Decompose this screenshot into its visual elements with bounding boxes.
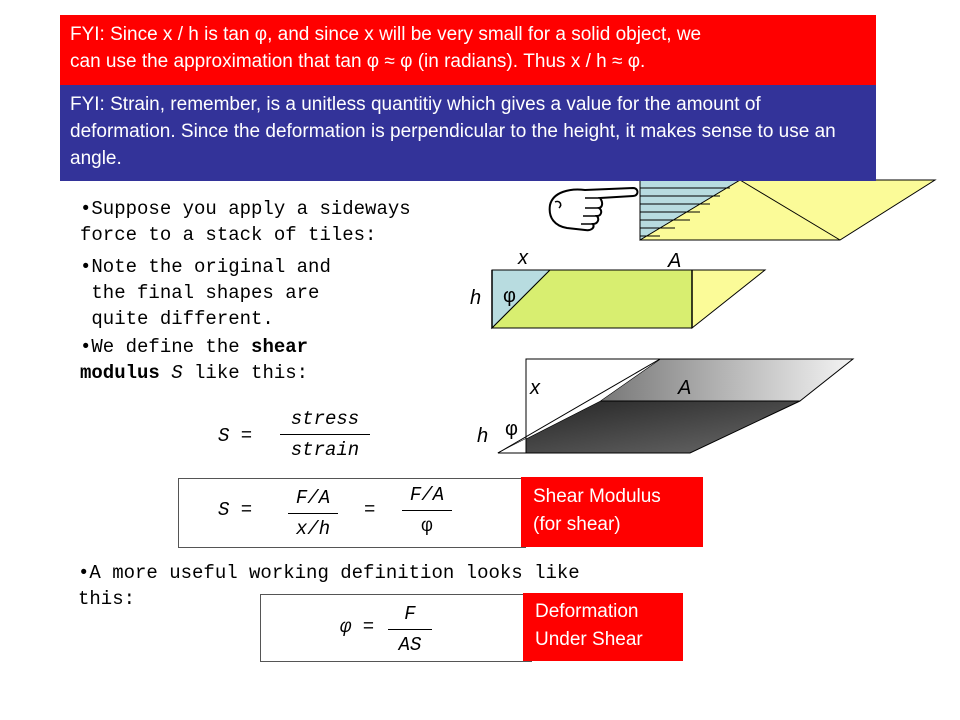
bullet-bold: shear <box>251 336 309 358</box>
deformation-callout: Deformation Under Shear <box>523 593 683 661</box>
eq-mod-equals: = <box>364 499 376 521</box>
bullet-bold: modulus <box>80 362 172 384</box>
bullet-italic: S <box>171 362 183 384</box>
eq-mod-fraction2: F/A φ <box>402 484 452 537</box>
callout-subtitle: (for shear) <box>533 514 621 535</box>
bullet-mark: • <box>80 256 92 278</box>
callout-title: Shear Modulus <box>533 486 661 507</box>
bullet-text: the final shapes are <box>91 282 320 304</box>
label-phi1: φ <box>503 285 516 307</box>
eq-stress-lhs: S = <box>218 425 253 447</box>
bullet-working-definition: •A more useful working definition looks … <box>78 560 580 612</box>
bullet-text: like this: <box>182 362 309 384</box>
deformation-equation-box <box>260 594 532 662</box>
bullet-text: Note the original and <box>91 256 331 278</box>
fyi-tan-approximation: FYI: Since x / h is tan φ, and since x w… <box>60 15 876 85</box>
bullet-text: A more useful working definition looks l… <box>89 562 580 584</box>
eq-mod-fraction1: F/A x/h <box>288 487 338 540</box>
label-x2: x <box>530 377 540 399</box>
eq-def-lhs: φ = <box>340 616 375 638</box>
fyi-tan-line2: can use the approximation that tan φ ≈ φ… <box>70 51 646 72</box>
shear-diagram-flat <box>490 269 767 330</box>
bullet-text: Suppose you apply a sideways <box>91 198 411 220</box>
eq-def-numerator: F <box>388 603 432 630</box>
label-A2: A <box>678 377 692 399</box>
eq-mod-lhs: S = <box>218 499 253 521</box>
shear-modulus-equation-box <box>178 478 526 548</box>
fyi-tan-line1: FYI: Since x / h is tan φ, and since x w… <box>70 24 702 45</box>
tile-stack-diagram <box>639 179 937 241</box>
eq-stress-fraction: stress strain <box>280 408 370 461</box>
label-A1: A <box>668 250 682 272</box>
label-x1: x <box>518 247 528 269</box>
callout-line1: Deformation <box>535 601 639 622</box>
eq-def-denominator: AS <box>398 634 422 656</box>
pointing-hand-icon <box>548 186 639 232</box>
label-h1: h <box>470 287 482 309</box>
shear-diagram-block <box>497 358 855 454</box>
bullet-text: this: <box>78 588 136 610</box>
eq-mod-numerator2: F/A <box>402 484 452 511</box>
eq-mod-denominator2: φ <box>421 515 433 537</box>
eq-mod-numerator1: F/A <box>288 487 338 514</box>
bullet-text: quite different. <box>91 308 274 330</box>
eq-stress-denominator: strain <box>290 439 360 461</box>
bullet-mark: • <box>80 336 92 358</box>
callout-line2: Under Shear <box>535 629 643 650</box>
label-h2: h <box>477 425 489 447</box>
eq-stress-numerator: stress <box>280 408 370 435</box>
bullet-mark: • <box>80 198 92 220</box>
bullet-sideways-force: •Suppose you apply a sideways force to a… <box>80 196 411 248</box>
bullet-define-shear: •We define the shear modulus S like this… <box>80 334 308 386</box>
shear-modulus-callout: Shear Modulus (for shear) <box>521 477 703 547</box>
bullet-text: force to a stack of tiles: <box>80 224 377 246</box>
label-phi2: φ <box>505 418 518 440</box>
bullet-mark: • <box>78 562 90 584</box>
bullet-original-final: •Note the original and the final shapes … <box>80 254 331 332</box>
bullet-text: We define the <box>91 336 252 358</box>
fyi-strain-note: FYI: Strain, remember, is a unitless qua… <box>60 85 876 181</box>
eq-def-fraction: F AS <box>388 603 432 656</box>
eq-mod-denominator1: x/h <box>295 518 331 540</box>
